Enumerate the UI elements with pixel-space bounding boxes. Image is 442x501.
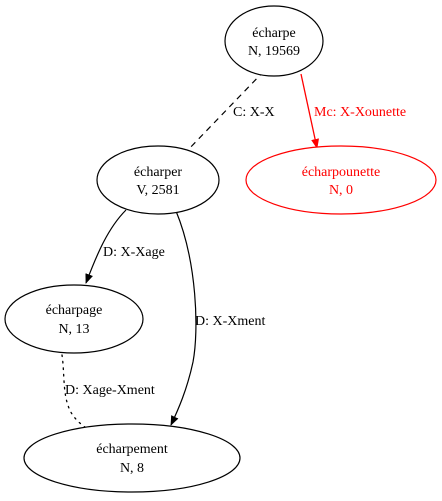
- node-shape: [224, 5, 324, 77]
- edge-label: D: Xage-Xment: [65, 383, 155, 398]
- node-word: écharpage: [46, 303, 103, 318]
- edge-label: D: X-Xment: [195, 314, 265, 329]
- edge-line: [170, 210, 197, 426]
- node-word: écharpounette: [302, 165, 381, 180]
- edge-label: C: X-X: [233, 105, 275, 120]
- edge-label: Mc: X-Xounette: [314, 105, 406, 120]
- node-info: N, 13: [58, 322, 89, 337]
- node-info: N, 0: [329, 183, 353, 198]
- node-shape: [4, 284, 144, 354]
- node-echarpounette: écharpounette N, 0: [245, 145, 437, 215]
- edge-echarper-echarpement: D: X-Xment: [170, 210, 265, 426]
- edge-line: [185, 70, 265, 153]
- node-shape: [245, 145, 437, 215]
- node-echarpe: écharpe N, 19569: [224, 5, 324, 77]
- edge-echarpage-echarpement: D: Xage-Xment: [61, 354, 155, 432]
- edge-echarpe-echarpounette: Mc: X-Xounette: [300, 73, 406, 149]
- node-info: N, 8: [120, 461, 144, 476]
- node-word: écharpement: [96, 442, 168, 457]
- node-word: écharpe: [252, 26, 296, 41]
- node-info: V, 2581: [136, 183, 179, 198]
- edge-label: D: X-Xage: [103, 245, 165, 260]
- edge-line: [300, 73, 320, 149]
- node-echarper: écharper V, 2581: [96, 145, 220, 215]
- edge-line: [85, 209, 127, 284]
- node-echarpement: écharpement N, 8: [23, 423, 241, 493]
- node-echarpage: écharpage N, 13: [4, 284, 144, 354]
- edge-echarpe-echarper: C: X-X: [185, 70, 275, 153]
- node-info: N, 19569: [248, 44, 300, 59]
- edge-echarper-echarpage: D: X-Xage: [85, 209, 165, 284]
- node-word: écharper: [134, 165, 183, 180]
- node-shape: [96, 145, 220, 215]
- node-shape: [23, 423, 241, 493]
